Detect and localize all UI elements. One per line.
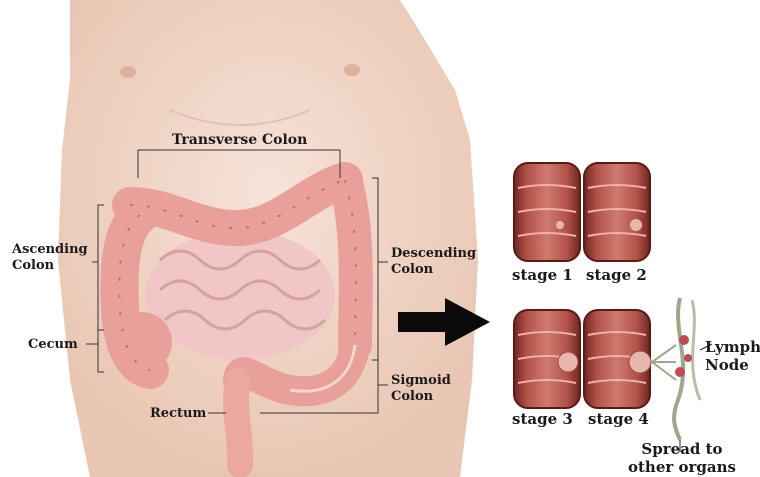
stage-segment-3	[514, 310, 580, 408]
label-sigmoid-colon: Sigmoid Colon	[391, 373, 451, 405]
label-cecum: Cecum	[28, 337, 78, 353]
small-intestine	[145, 230, 335, 360]
tumor-stage4	[629, 351, 651, 373]
tumor-stage1	[556, 221, 564, 229]
label-descending-colon: Descending Colon	[391, 246, 476, 278]
stage-segment-4	[584, 310, 651, 408]
label-transverse-colon: Transverse Colon	[172, 132, 307, 148]
label-stage-3: stage 3	[512, 410, 573, 428]
left-nipple	[120, 66, 136, 78]
lymph-node-dot	[679, 335, 689, 345]
label-stage-4: stage 4	[588, 410, 649, 428]
tumor-stage2	[630, 219, 642, 231]
label-spread-to-other-organs: Spread to other organs	[628, 440, 736, 476]
stage-segment-1	[514, 163, 580, 261]
label-lymph-node: Lymph Node	[705, 338, 760, 374]
stage-segment-2	[584, 163, 650, 261]
right-nipple	[344, 64, 360, 76]
label-stage-2: stage 2	[586, 266, 647, 284]
label-stage-1: stage 1	[512, 266, 573, 284]
lymph-vessels	[652, 298, 712, 452]
tumor-stage3	[558, 352, 578, 372]
label-ascending-colon: Ascending Colon	[12, 242, 88, 274]
label-rectum: Rectum	[150, 406, 206, 422]
